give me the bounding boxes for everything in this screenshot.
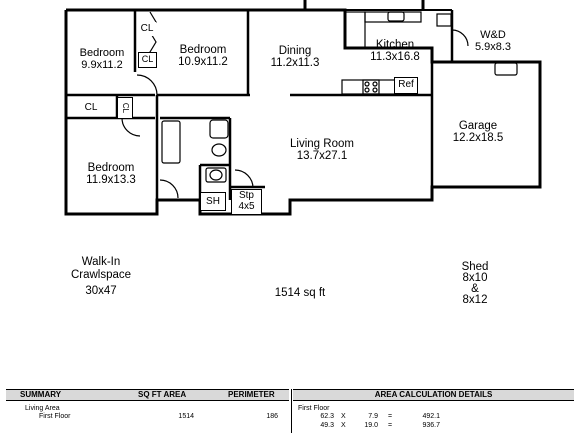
room-name: Bedroom	[87, 162, 135, 174]
step-name: Stp	[238, 190, 254, 201]
step-size: 4x5	[238, 201, 255, 212]
dryer-icon	[494, 62, 518, 76]
details-col-header: AREA CALCULATION DETAILS	[374, 390, 493, 399]
room-garage: Garage 12.2x18.5	[440, 120, 516, 144]
room-name: Bedroom	[179, 44, 227, 56]
room-name: Kitchen	[375, 39, 415, 51]
room-name: W&D	[480, 29, 506, 41]
column-divider	[291, 389, 292, 433]
closet-label: CL	[138, 22, 156, 36]
room-size: 5.9x8.3	[474, 41, 512, 53]
shed-size-2: 8x12	[462, 294, 488, 306]
sink-icon	[205, 167, 227, 183]
step-label: Stp 4x5	[231, 189, 262, 215]
closet-label-vertical: CL	[117, 97, 133, 119]
room-bedroom-3: Bedroom 11.9x13.3	[76, 162, 146, 186]
refrigerator-label: Ref	[394, 77, 418, 94]
room-size: 11.2x11.3	[270, 57, 320, 69]
room-living: Living Room 13.7x27.1	[272, 138, 372, 162]
toilet-icon	[209, 169, 223, 181]
room-size: 11.9x13.3	[86, 174, 136, 186]
room-name: Living Room	[290, 138, 354, 150]
room-name: Dining	[278, 45, 312, 57]
door-swing	[136, 74, 158, 96]
sink-icon	[387, 11, 405, 22]
shed-amp: &	[471, 283, 479, 295]
kitchen-counter	[344, 11, 366, 49]
room-laundry: W&D 5.9x8.3	[464, 29, 522, 53]
living-area-label: Living Area	[25, 405, 60, 412]
crawlspace-line2: Crawlspace	[70, 269, 132, 281]
range-icon	[362, 79, 380, 95]
room-bedroom-1: Bedroom 9.9x11.2	[72, 47, 132, 71]
closet-label: CL	[80, 101, 102, 115]
shed-label: Shed 8x10 & 8x12	[445, 261, 505, 306]
room-size: 13.7x27.1	[296, 150, 348, 162]
room-name: Bedroom	[79, 47, 125, 59]
shower-label: SH	[200, 192, 226, 211]
door-swing	[234, 169, 254, 189]
crawlspace-size: 30x47	[85, 285, 117, 297]
first-floor-perimeter: 186	[266, 413, 278, 420]
summary-col-header: SUMMARY	[20, 390, 62, 399]
crawlspace-label: Walk-In Crawlspace 30x47	[58, 256, 144, 298]
door-swing	[159, 179, 179, 199]
bathtub-icon	[161, 120, 181, 164]
summary-header-left: SUMMARY SQ FT AREA PERIMETER	[6, 389, 289, 401]
total-area: 1514 sq ft	[274, 287, 326, 299]
room-bedroom-2: Bedroom 10.9x11.2	[168, 44, 238, 68]
room-kitchen: Kitchen 11.3x16.8	[360, 39, 430, 63]
door-swing	[121, 117, 141, 137]
summary-header-right: AREA CALCULATION DETAILS	[293, 389, 574, 401]
room-dining: Dining 11.2x11.3	[260, 45, 330, 69]
room-name: Garage	[458, 120, 498, 132]
vanity-icon	[209, 119, 229, 139]
first-floor-area: 1514	[178, 413, 194, 420]
first-floor-label: First Floor	[39, 413, 71, 420]
room-size: 12.2x18.5	[452, 132, 504, 144]
door-swing	[451, 29, 469, 47]
closet-label: CL	[138, 52, 157, 68]
shed-name: Shed	[461, 261, 489, 273]
room-size: 11.3x16.8	[370, 51, 420, 63]
shed-size-1: 8x10	[462, 272, 488, 284]
crawlspace-line1: Walk-In	[81, 256, 121, 268]
room-size: 9.9x11.2	[81, 59, 123, 71]
toilet-icon	[211, 143, 227, 157]
room-size: 10.9x11.2	[178, 56, 228, 68]
details-title: First Floor	[298, 405, 330, 412]
sqft-col-header: SQ FT AREA	[138, 390, 187, 399]
perimeter-col-header: PERIMETER	[228, 390, 275, 399]
washer-icon	[436, 13, 452, 27]
